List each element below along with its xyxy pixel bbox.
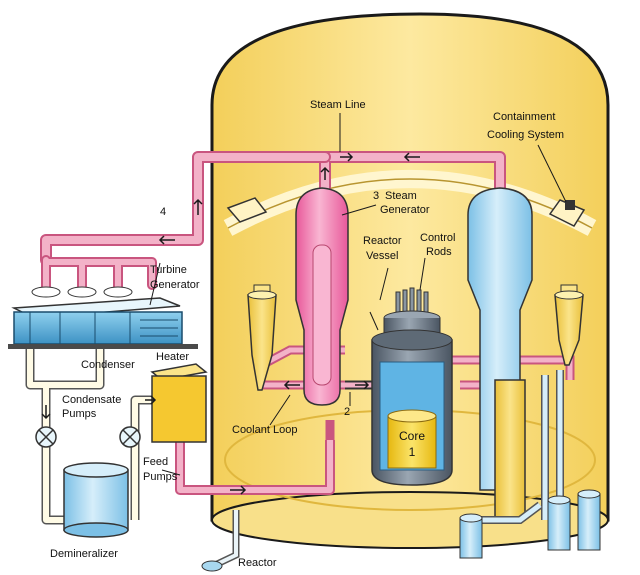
steam-generator [295, 187, 349, 406]
feed-pump [119, 426, 141, 448]
reactor-drain [201, 510, 240, 572]
left-coolant-pump [247, 284, 277, 391]
reactor-vessel [371, 287, 453, 486]
feed-label: Feed [143, 456, 169, 468]
condensate-pump [35, 426, 57, 448]
steam-line [40, 151, 506, 295]
heater-label: Heater [156, 351, 190, 363]
reactor-bottom-label: Reactor [238, 557, 277, 569]
steam-generator-number: 3 [373, 190, 380, 202]
turbine-generator-label: Generator [150, 279, 200, 291]
cooling-system-label: Cooling System [487, 129, 565, 141]
loop-number-2: 2 [344, 406, 351, 418]
demineralizer-label: Demineralizer [50, 548, 118, 560]
core-label: Core [398, 429, 425, 443]
containment-label: Containment [493, 111, 556, 123]
outlet-pipes [470, 370, 564, 524]
steam-line-label: Steam Line [310, 99, 366, 111]
flow-arrows [41, 152, 420, 495]
control-label: Control [420, 232, 456, 244]
secondary-steam-generator [467, 187, 533, 521]
leader-lines [149, 113, 567, 476]
turbine-generator [8, 286, 198, 349]
core-number-1: 1 [408, 445, 416, 459]
vessel-label: Vessel [366, 250, 399, 262]
condenser-label: Condenser [81, 359, 135, 371]
pipe-number-4: 4 [160, 206, 167, 218]
turbine-label: Turbine [150, 264, 187, 276]
reactor-label: Reactor [363, 235, 402, 247]
demineralizer [63, 462, 129, 538]
condensate-pumps-label: Pumps [62, 408, 97, 420]
rods-label: Rods [426, 246, 452, 258]
heater [150, 363, 208, 443]
right-coolant-pump [554, 284, 584, 366]
coolant-loop-label: Coolant Loop [232, 424, 298, 436]
feed-pumps-label: Pumps [143, 471, 178, 483]
outlet-cylinders [459, 489, 601, 559]
condensate-label: Condensate [62, 394, 122, 406]
steam-label: Steam [385, 190, 417, 202]
containment-cooling-units [226, 197, 586, 227]
generator-label: Generator [380, 204, 430, 216]
